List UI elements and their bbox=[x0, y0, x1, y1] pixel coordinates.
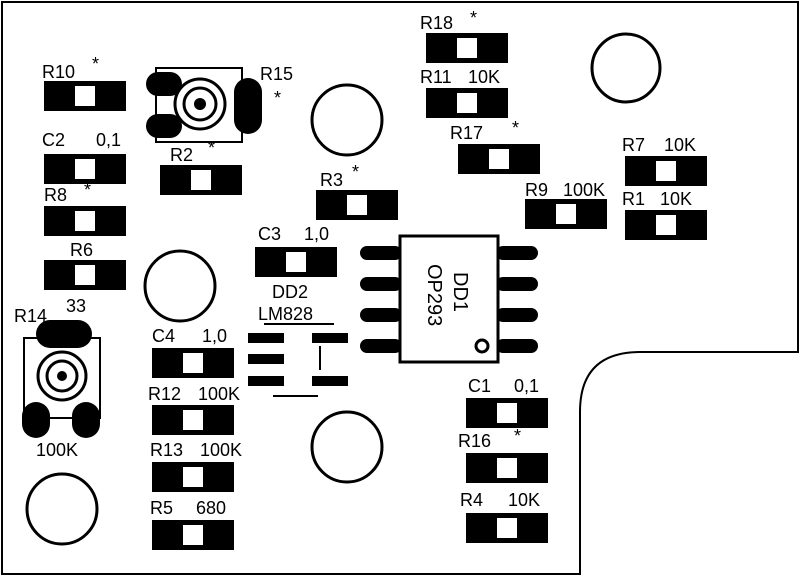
label-dd2: DD2 bbox=[272, 282, 308, 302]
value-r9: 100K bbox=[563, 180, 605, 200]
mounting-hole bbox=[143, 249, 217, 323]
label-dd1: DD1 bbox=[449, 272, 471, 312]
pad-r5 bbox=[152, 520, 234, 550]
mounting-hole bbox=[310, 410, 384, 484]
part-dd1: OP293 bbox=[423, 264, 445, 326]
star: * bbox=[512, 118, 519, 138]
pad-c1 bbox=[466, 398, 548, 428]
star: * bbox=[352, 162, 359, 182]
pad-r17 bbox=[458, 144, 540, 174]
label-r8: R8 bbox=[44, 185, 67, 205]
star: * bbox=[208, 138, 215, 158]
pad-r6 bbox=[44, 260, 126, 290]
value-r1: 10K bbox=[660, 189, 692, 209]
ic-dd1 bbox=[360, 234, 538, 364]
star: * bbox=[274, 88, 281, 108]
trimmer-r15 bbox=[146, 67, 262, 143]
value-r13: 100K bbox=[200, 440, 242, 460]
value-r14-bottom: 100K bbox=[36, 440, 78, 460]
label-r18: R18 bbox=[420, 13, 453, 33]
value-r11: 10K bbox=[468, 67, 500, 87]
mounting-hole bbox=[25, 472, 99, 546]
star: * bbox=[84, 180, 91, 200]
label-r3: R3 bbox=[320, 170, 343, 190]
label-c2: C2 bbox=[42, 130, 65, 150]
value-r14-top: 33 bbox=[66, 296, 86, 316]
label-r1: R1 bbox=[622, 189, 645, 209]
star: * bbox=[514, 426, 521, 446]
label-r16: R16 bbox=[458, 431, 491, 451]
pad-r10 bbox=[44, 81, 126, 111]
pad-r1 bbox=[625, 210, 707, 240]
pad-r11 bbox=[426, 88, 508, 118]
pad-r8 bbox=[44, 206, 126, 236]
label-r2: R2 bbox=[170, 145, 193, 165]
value-c1: 0,1 bbox=[514, 376, 539, 396]
pad-r9 bbox=[525, 199, 607, 229]
value-r12: 100K bbox=[198, 384, 240, 404]
label-r13: R13 bbox=[150, 440, 183, 460]
value-r5: 680 bbox=[196, 498, 226, 518]
pad-r12 bbox=[152, 405, 234, 435]
pad-c3 bbox=[255, 247, 337, 277]
label-r4: R4 bbox=[460, 490, 483, 510]
label-r17: R17 bbox=[450, 123, 483, 143]
pad-r18 bbox=[426, 33, 508, 63]
pad-r16 bbox=[466, 453, 548, 483]
value-c2: 0,1 bbox=[96, 130, 121, 150]
pad-r3 bbox=[316, 190, 398, 220]
value-c3: 1,0 bbox=[304, 224, 329, 244]
ic-dd2 bbox=[248, 323, 348, 397]
label-r5: R5 bbox=[150, 498, 173, 518]
star: * bbox=[92, 54, 99, 74]
pad-r7 bbox=[625, 156, 707, 186]
pad-r2 bbox=[160, 165, 242, 195]
label-r12: R12 bbox=[148, 384, 181, 404]
value-r4: 10K bbox=[508, 490, 540, 510]
label-r14: R14 bbox=[14, 306, 47, 326]
label-r11: R11 bbox=[420, 67, 452, 87]
label-r15: R15 bbox=[260, 64, 293, 84]
part-dd2: LM828 bbox=[258, 304, 313, 324]
label-c1: C1 bbox=[468, 376, 491, 396]
label-c3: C3 bbox=[258, 224, 281, 244]
label-r10: R10 bbox=[42, 62, 75, 82]
pad-c2 bbox=[44, 154, 126, 184]
label-c4: C4 bbox=[152, 326, 175, 346]
mounting-hole bbox=[590, 32, 662, 104]
pad-r4 bbox=[466, 513, 548, 543]
label-r6: R6 bbox=[70, 240, 93, 260]
value-r7: 10K bbox=[664, 135, 696, 155]
pad-r13 bbox=[152, 462, 234, 492]
label-r7: R7 bbox=[622, 135, 645, 155]
label-r9: R9 bbox=[525, 180, 548, 200]
pad-c4 bbox=[152, 348, 234, 378]
star: * bbox=[470, 8, 477, 28]
mounting-hole bbox=[310, 83, 384, 157]
trimmer-r14 bbox=[22, 320, 101, 438]
value-c4: 1,0 bbox=[202, 326, 227, 346]
